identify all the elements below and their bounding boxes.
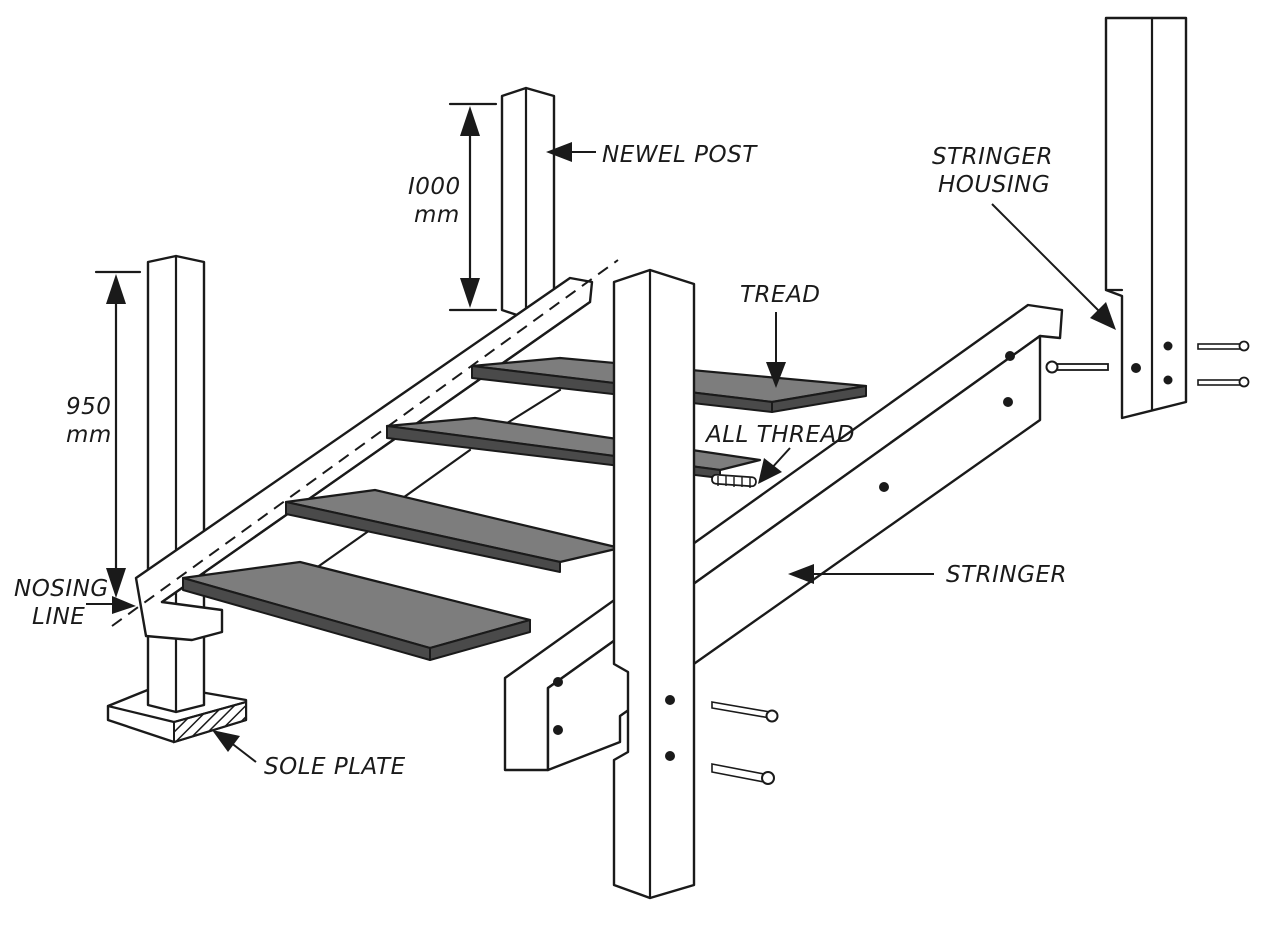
arrow-nosing-line xyxy=(86,596,136,614)
label-stringer: STRINGER xyxy=(946,562,1067,588)
tread-1 xyxy=(181,560,532,661)
arrow-tread xyxy=(766,312,786,388)
label-dim-1000-unit: mm xyxy=(414,202,460,228)
bolts xyxy=(711,340,1250,785)
nosing-line xyxy=(111,259,619,627)
tread-2 xyxy=(284,488,622,573)
back-right-newel-post xyxy=(1104,16,1188,420)
label-tread: TREAD xyxy=(740,282,821,308)
arrow-stringer xyxy=(788,564,934,584)
label-stringer-housing-line2: HOUSING xyxy=(938,172,1050,198)
bolt-housing-2 xyxy=(1197,376,1250,388)
arrow-stringer-housing xyxy=(991,203,1116,330)
label-all-thread: ALL THREAD xyxy=(704,422,855,448)
arrow-all-thread xyxy=(758,447,791,484)
label-stringer-housing-line1: STRINGER xyxy=(932,144,1053,170)
rear-newel-post xyxy=(500,86,556,320)
label-dim-1000-value: I000 xyxy=(408,174,461,200)
bolt-post-1 xyxy=(711,701,779,723)
label-dim-950-unit: mm xyxy=(66,422,112,448)
front-right-newel-post xyxy=(612,268,696,900)
left-newel-post xyxy=(146,254,206,714)
label-sole-plate: SOLE PLATE xyxy=(264,754,406,780)
dimension-950 xyxy=(94,270,142,598)
label-dim-950-value: 950 xyxy=(66,394,111,420)
sole-plate xyxy=(106,683,248,744)
bolt-housing-1 xyxy=(1197,340,1250,352)
bolt-post-2 xyxy=(711,763,775,785)
label-newel-post: NEWEL POST xyxy=(602,142,758,168)
bolt-stringer xyxy=(1045,360,1109,374)
dimension-1000 xyxy=(448,102,498,312)
arrow-newel-post xyxy=(546,142,596,162)
all-thread-rod xyxy=(711,473,757,488)
arrow-sole-plate xyxy=(212,730,257,763)
label-nosing-line-line1: NOSING xyxy=(14,576,109,602)
label-nosing-line-line2: LINE xyxy=(32,604,85,630)
